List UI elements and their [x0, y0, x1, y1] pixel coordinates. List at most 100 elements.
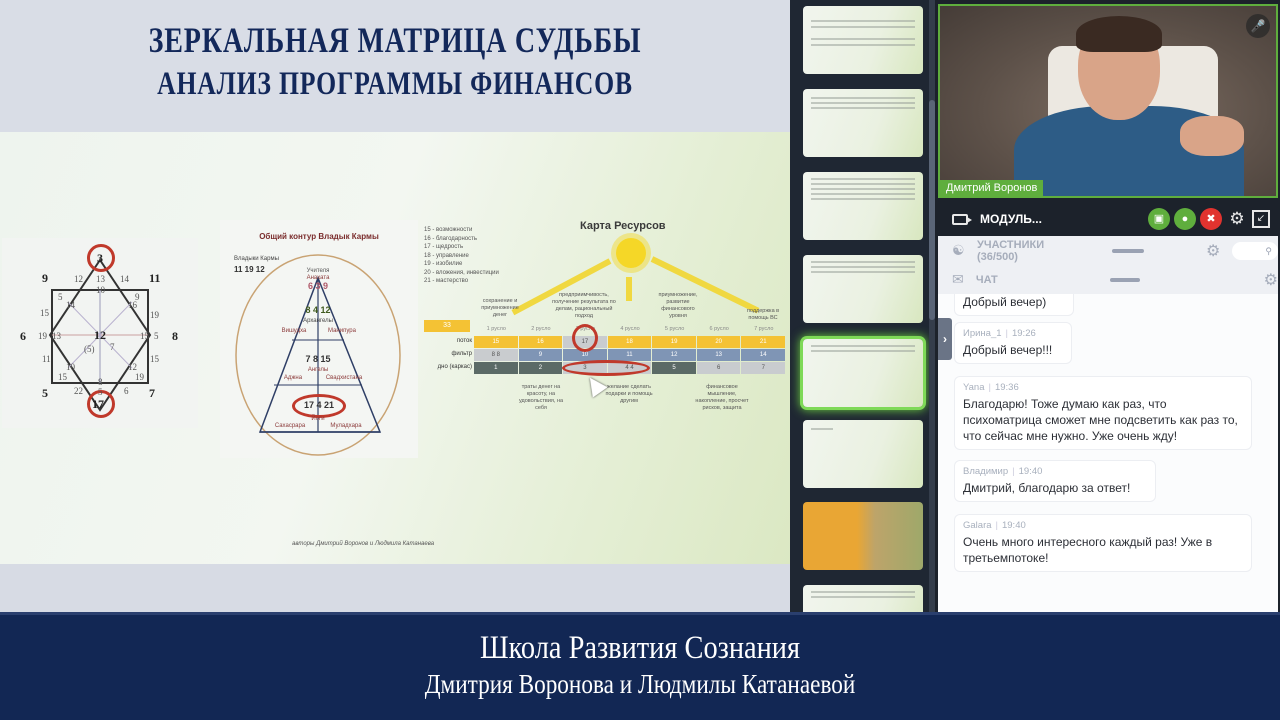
karma-anahata-label: Анахата	[306, 275, 330, 281]
slide-thumbnail-strip	[790, 0, 935, 612]
slide-thumbnail[interactable]	[803, 585, 923, 612]
channel-bottom-label: траты денег на красоту, на удовольствия,…	[518, 384, 564, 411]
row-flow: 15 16 17 18 19 20 21	[474, 336, 786, 348]
minimize-panel-icon[interactable]: ↙	[1252, 210, 1270, 228]
drag-handle[interactable]	[1111, 248, 1145, 253]
speaker-name-label: Дмитрий Воронов	[940, 180, 1044, 196]
grid-cell: 7	[741, 362, 786, 374]
matrix-bottom-value: 17	[92, 397, 104, 411]
channel-bottom-label: желание сделать подарки и помощь другим	[605, 384, 653, 404]
chat-settings-gear-icon[interactable]: ⚙	[1263, 271, 1278, 289]
thumbnail-scrollbar[interactable]	[929, 0, 935, 612]
drag-handle[interactable]	[1109, 277, 1140, 282]
microphone-icon[interactable]: 🎤	[1246, 14, 1270, 38]
karma-contour-diagram: Общий контур Владык Кармы Владыки Кармы …	[220, 220, 418, 458]
slide-thumbnail[interactable]	[803, 89, 923, 157]
highlight-circle-17	[572, 324, 598, 352]
legend-item: 19 - изобилие	[424, 261, 463, 267]
grid-cell: 21	[741, 336, 786, 348]
matrix-inner-value: 13	[52, 331, 61, 341]
channel-label: 2 русло	[531, 326, 551, 332]
grid-cell: 19	[652, 336, 696, 348]
legend-item: 18 - управление	[424, 252, 469, 259]
matrix-inner-value: 12	[74, 274, 83, 284]
chat-section-header[interactable]: ✉ ЧАТ ⚙	[938, 265, 1278, 295]
karma-muladhara-label: Муладхара	[330, 423, 362, 429]
speaker-video[interactable]: 🎤 Дмитрий Воронов	[938, 4, 1278, 198]
chat-author: Владимир	[963, 466, 1009, 477]
screen-share-off-button[interactable]: ✖	[1200, 208, 1222, 230]
matrix-center-value: 12	[94, 328, 106, 342]
chat-author: Galara	[963, 520, 992, 531]
sun-icon	[616, 238, 646, 268]
module-title: МОДУЛЬ...	[980, 212, 1042, 226]
chat-message: Добрый вечер)	[954, 294, 1074, 316]
matrix-inner-value: 7	[110, 342, 115, 352]
chat-message-meta: Galara|19:40	[963, 520, 1026, 531]
thumbnail-scrollbar-handle[interactable]	[929, 100, 935, 320]
slide-subtitle: Анализ программы финансов	[157, 66, 633, 102]
participants-label: УЧАСТНИКИ (36/500)	[977, 238, 1045, 263]
karma-manipura-label: Манипура	[328, 328, 356, 334]
channel-label: 7 русло	[754, 326, 774, 332]
banner-subtitle: Дмитрия Воронова и Людмилы Катанаевой	[424, 669, 856, 699]
grid-cell: 6	[696, 362, 741, 374]
chat-message: Galara|19:40 Очень много интересного каж…	[954, 514, 1252, 572]
matrix-inner-value: 10	[66, 362, 75, 372]
grid-cell: 12	[652, 349, 696, 361]
slide-thumbnail[interactable]	[803, 172, 923, 240]
microphone-toggle-button[interactable]: ●	[1174, 208, 1196, 230]
module-toolbar: МОДУЛЬ... ▣ ● ✖ ⚙ ↙	[938, 204, 1278, 234]
chat-message-text: Очень много интересного каждый раз! Уже …	[963, 535, 1213, 565]
grid-cell: 2	[518, 362, 563, 374]
matrix-inner-value: 15	[58, 372, 67, 382]
channel-label: 6 русло	[709, 326, 729, 332]
slide-title-block: Зеркальная матрица судьбы Анализ програм…	[0, 0, 790, 132]
matrix-inner-value: 14	[120, 274, 129, 284]
settings-gear-icon[interactable]: ⚙	[1229, 209, 1245, 228]
channel-bottom-label: финансовое мышление, накопление, просчет…	[695, 384, 749, 411]
chat-message-text: Добрый вечер!!!	[963, 343, 1053, 357]
karma-pyramid-lines	[235, 254, 401, 456]
chat-message: Владимир|19:40 Дмитрий, благодарю за отв…	[954, 460, 1156, 502]
matrix-inner-value: 15	[140, 331, 149, 341]
chat-time: 19:40	[1001, 520, 1026, 531]
matrix-inner-value: 11	[42, 354, 51, 364]
participants-icon: ☯	[952, 242, 965, 258]
slide-thumbnail[interactable]	[803, 502, 923, 570]
matrix-inner-value: 9	[135, 292, 140, 302]
karma-level1: 6 3 9	[307, 281, 329, 291]
grid-cell: 13	[696, 349, 741, 361]
slide-thumbnail[interactable]	[803, 420, 923, 488]
participants-search-input[interactable]: ⚲	[1232, 241, 1279, 260]
resource-map-legend: 15 - возможности 16 - благодарность 17 -…	[424, 226, 499, 286]
slide-thumbnail-active[interactable]	[803, 339, 923, 407]
camera-toggle-button[interactable]: ▣	[1148, 208, 1170, 230]
karma-title: Общий контур Владык Кармы	[259, 232, 379, 241]
matrix-inner-value: 12	[128, 362, 137, 372]
matrix-left-value: 6	[20, 329, 26, 343]
grid-cell: 5	[652, 362, 696, 374]
video-person-hair	[1076, 16, 1162, 52]
slide-thumbnail[interactable]	[803, 255, 923, 323]
chat-label: ЧАТ	[975, 273, 998, 286]
resource-badge: 33	[424, 320, 470, 332]
presentation-slide: Зеркальная матрица судьбы Анализ програм…	[0, 0, 790, 612]
participants-section[interactable]: ☯ УЧАСТНИКИ (36/500) ⚙ ⚲	[938, 236, 1279, 266]
matrix-inner-value: 15	[150, 354, 159, 364]
participants-settings-gear-icon[interactable]: ⚙	[1206, 242, 1221, 260]
grid-cell: 18	[607, 336, 652, 348]
resource-map-diagram: Карта Ресурсов 15 - возможности 16 - бла…	[420, 216, 788, 426]
karma-ajna-label: Аджна	[283, 375, 303, 381]
matrix-inner-value: 16	[128, 300, 137, 310]
grid-cell: 14	[741, 349, 786, 361]
row-label-filter: фильтр	[451, 351, 472, 357]
slide-thumbnail[interactable]	[803, 6, 923, 74]
chat-time: 19:36	[994, 382, 1019, 393]
grid-cell: 11	[607, 349, 652, 361]
video-camera-icon	[952, 213, 972, 225]
collapse-panel-chevron-icon[interactable]: ›	[938, 318, 952, 360]
matrix-inner-value: 5	[154, 331, 159, 341]
destiny-matrix-diagram: 3 17 6 8 9 11 5 7 12 (5) 12 13 14 10 5 1…	[2, 238, 198, 428]
highlight-circle-karma	[292, 394, 346, 418]
